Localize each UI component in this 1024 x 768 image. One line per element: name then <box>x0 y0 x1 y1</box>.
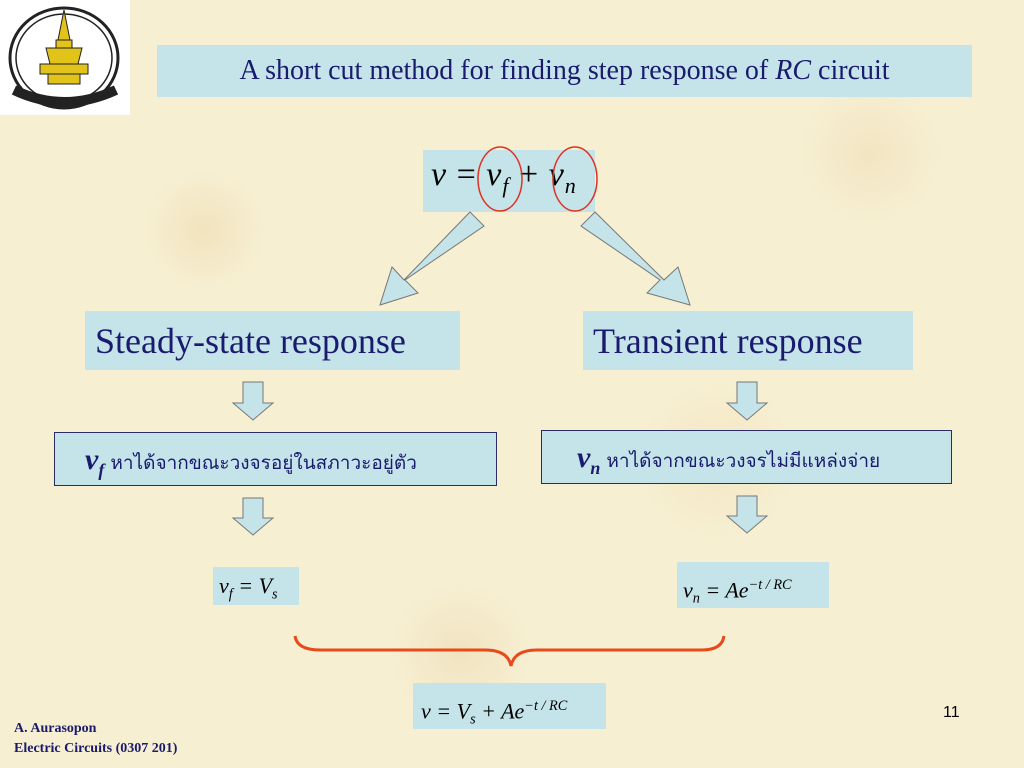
eq-sign: = <box>447 156 487 193</box>
vf-description-box: vf หาได้จากขณะวงจรอยู่ในสภาวะอยู่ตัว <box>54 432 497 486</box>
vf-highlight-circle <box>477 146 523 212</box>
arrow-to-transient <box>580 211 691 306</box>
vn-description-box: vn หาได้จากขณะวงจรไม่มีแหล่งจ่าย <box>541 430 952 484</box>
eq-lhs: v <box>431 156 448 193</box>
title-text-before: A short cut method for finding step resp… <box>239 55 776 86</box>
vf-thai-text: หาได้จากขณะวงจรอยู่ในสภาวะอยู่ตัว <box>110 452 417 474</box>
down-arrow-right-2 <box>725 495 769 534</box>
eq-plus: + <box>509 156 549 193</box>
footer-author: A. Aurasopon <box>14 721 97 736</box>
eq-term-vf-sub: f <box>502 172 510 198</box>
transient-heading: Transient response <box>583 311 913 370</box>
vf-equation: vf = Vs <box>213 567 299 605</box>
page-number: 11 <box>943 704 960 721</box>
down-arrow-left-1 <box>231 381 275 421</box>
main-equation: v = vf + vn <box>423 150 595 212</box>
steady-state-heading: Steady-state response <box>85 311 460 370</box>
main-equation-text: v = vf + vn <box>431 156 577 199</box>
university-emblem-icon <box>8 6 120 110</box>
down-arrow-right-1 <box>725 381 769 421</box>
arrow-to-steady-state <box>379 211 485 306</box>
footer-course: Electric Circuits (0307 201) <box>14 741 178 756</box>
result-equation: v = Vs + Ae−t / RC <box>413 683 606 729</box>
down-arrow-left-2 <box>231 497 275 536</box>
title-text-after: circuit <box>811 55 890 86</box>
vf-var: vf <box>85 443 105 480</box>
eq-term-vf: v <box>486 156 503 193</box>
slide-title: A short cut method for finding step resp… <box>157 45 972 97</box>
university-logo <box>0 0 130 115</box>
vn-equation: vn = Ae−t / RC <box>677 562 829 608</box>
vn-var: vn <box>577 441 601 478</box>
vn-highlight-circle <box>552 146 598 212</box>
combining-brace <box>293 635 726 667</box>
eq-term-vn-sub: n <box>564 172 577 198</box>
title-rc: RC <box>775 55 812 86</box>
vn-thai-text: หาได้จากขณะวงจรไม่มีแหล่งจ่าย <box>606 450 881 472</box>
footer: A. Aurasopon Electric Circuits (0307 201… <box>14 719 177 759</box>
